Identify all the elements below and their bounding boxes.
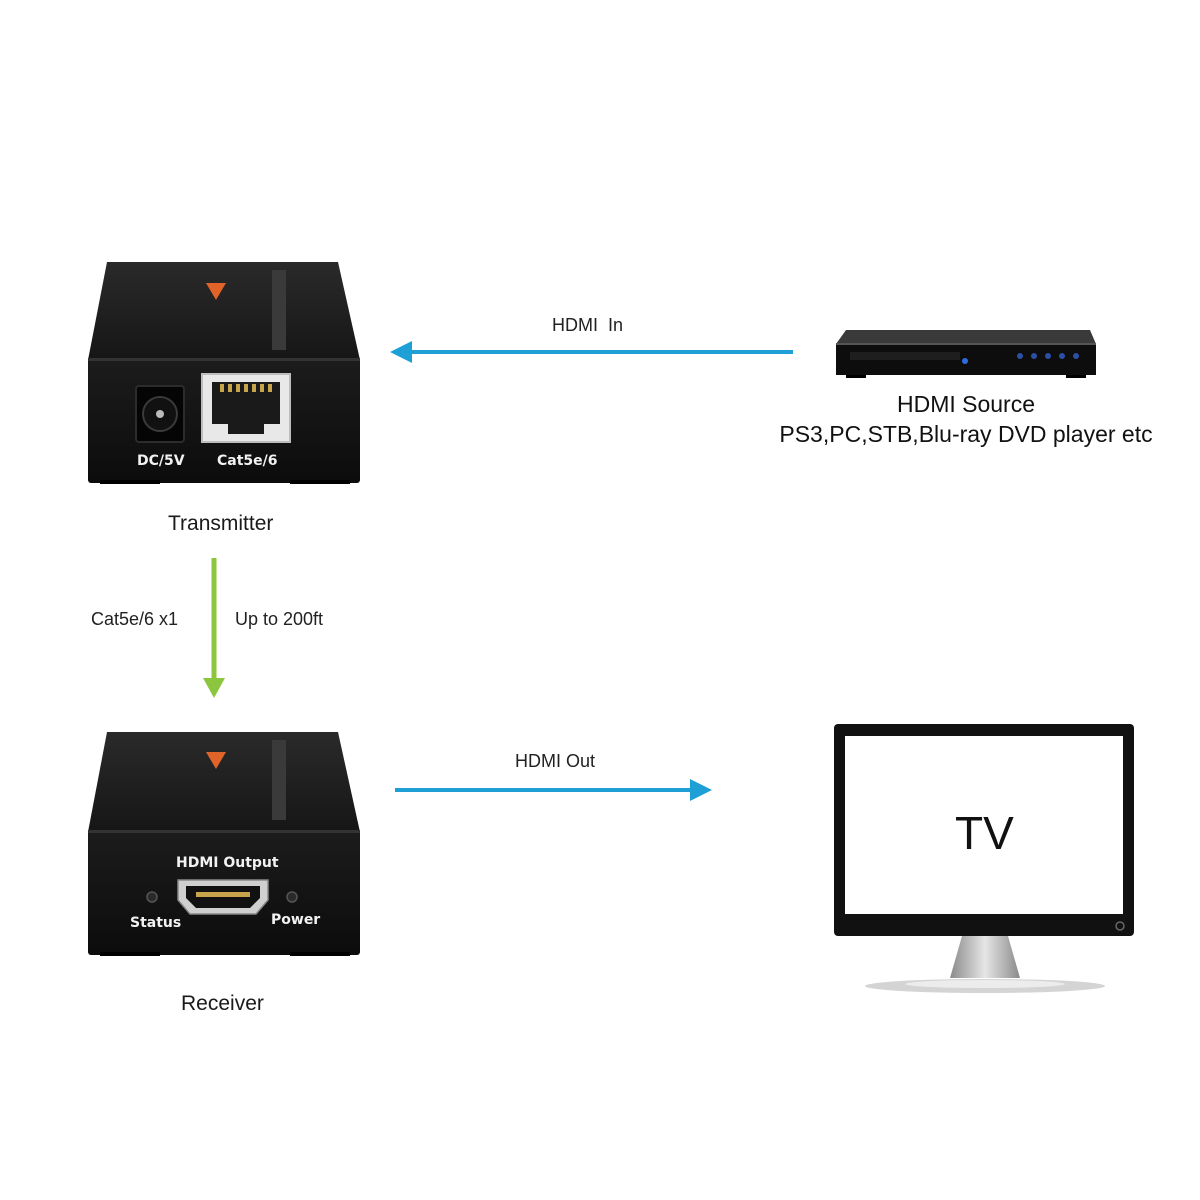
cable-arrow (203, 558, 225, 698)
tv-label: TV (955, 807, 1014, 859)
power-led-icon (286, 891, 298, 903)
receiver-status-led-label: Status (130, 915, 182, 931)
receiver-caption: Receiver (181, 992, 264, 1015)
hdmi-in-label: HDMI In (552, 315, 624, 335)
receiver-device (88, 732, 360, 956)
cable-distance-label: Up to 200ft (235, 609, 324, 629)
transmitter-caption: Transmitter (168, 512, 274, 535)
status-led-icon (146, 891, 158, 903)
transmitter-dc-port-label: DC/5V (137, 453, 185, 469)
receiver-hdmi-port-label: HDMI Output (176, 855, 279, 871)
hdmi-port-icon (177, 879, 269, 915)
brand-logo-icon (206, 283, 226, 300)
top-label-strip (272, 270, 286, 350)
hdmi-in-arrow (390, 341, 793, 363)
tv-monitor-icon (834, 724, 1134, 993)
receiver-power-led-label: Power (271, 912, 321, 928)
hdmi-out-label: HDMI Out (515, 751, 596, 771)
transmitter-device (88, 262, 360, 484)
hdmi-out-arrow (395, 779, 712, 801)
rj45-port-icon (201, 373, 291, 443)
top-label-strip (272, 740, 286, 820)
source-subtitle: PS3,PC,STB,Blu-ray DVD player etc (779, 421, 1153, 447)
cable-type-label: Cat5e/6 x1 (91, 609, 179, 629)
brand-logo-icon (206, 752, 226, 769)
blu-ray-player-icon (836, 330, 1096, 378)
dc-jack-icon (135, 385, 185, 443)
source-title: HDMI Source (896, 391, 1036, 417)
transmitter-lan-port-label: Cat5e/6 (217, 453, 278, 469)
